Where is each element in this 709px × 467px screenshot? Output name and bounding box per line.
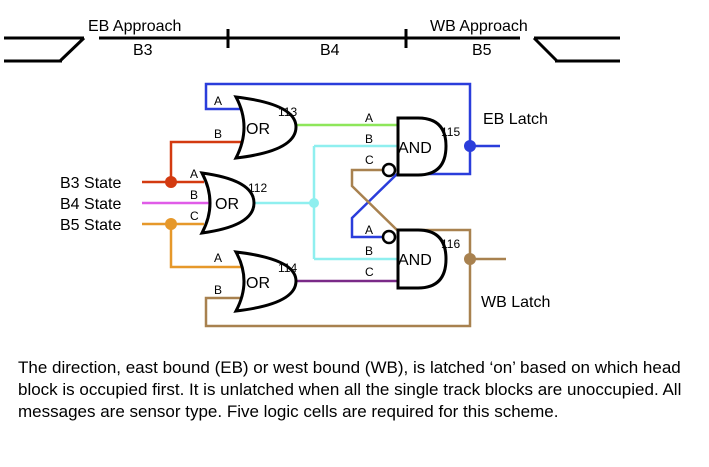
inverter-bubble-116a (381, 229, 397, 245)
gate-112-type: OR (215, 196, 239, 213)
junction-b5 (165, 218, 177, 230)
input-b5-label: B5 State (60, 217, 121, 234)
gate-116-number: 116 (441, 237, 460, 251)
gate-116-type: AND (398, 252, 432, 269)
or-gate-114 (233, 250, 298, 313)
eb-approach-label: EB Approach (88, 18, 181, 35)
gate-115-number: 115 (441, 125, 460, 139)
track-left-turnout (58, 36, 86, 63)
wire-b5-to-or114 (169, 224, 243, 269)
pin-112-a: A (190, 167, 198, 181)
wire-b3-to-or113 (169, 140, 243, 182)
pin-112-b: B (190, 188, 198, 202)
wb-approach-label: WB Approach (430, 18, 528, 35)
gate-113-type: OR (246, 121, 270, 138)
gate-115-type: AND (398, 140, 432, 157)
pin-116-a: A (365, 223, 373, 237)
pin-115-a: A (365, 111, 373, 125)
inverter-bubble-115c (381, 162, 397, 178)
track-right-turnout (532, 36, 559, 63)
pin-112-c: C (190, 209, 199, 223)
wire-wb-to-and115 (350, 168, 472, 259)
block-b5-label: B5 (472, 42, 492, 59)
gates (199, 95, 448, 313)
wires (142, 82, 506, 328)
and-gate-115 (396, 116, 448, 177)
and-gate-116 (396, 228, 448, 290)
track-layout (4, 29, 620, 63)
or-gate-112 (199, 171, 256, 235)
wb-latch-label: WB Latch (481, 294, 550, 311)
pin-113-a: A (214, 94, 222, 108)
pin-116-c: C (365, 265, 374, 279)
pin-116-b: B (365, 244, 373, 258)
diagram-caption: The direction, east bound (EB) or west b… (18, 358, 682, 421)
gate-114-type: OR (246, 275, 270, 292)
junction-b3 (165, 176, 177, 188)
pin-115-b: B (365, 132, 373, 146)
junction-eb-latch (464, 140, 476, 152)
pin-115-c: C (365, 153, 374, 167)
or-gate-113 (233, 95, 298, 160)
gate-112-number: 112 (248, 181, 267, 195)
gate-113-number: 113 (278, 105, 297, 119)
pin-114-a: A (214, 251, 222, 265)
input-b3-label: B3 State (60, 175, 121, 192)
eb-latch-label: EB Latch (483, 111, 548, 128)
wire-eb-to-and116 (350, 173, 398, 239)
input-b4-label: B4 State (60, 196, 121, 213)
pin-113-b: B (214, 127, 222, 141)
gate-114-number: 114 (278, 261, 297, 275)
block-b4-label: B4 (320, 42, 340, 59)
block-b3-label: B3 (133, 42, 153, 59)
pin-114-b: B (214, 283, 222, 297)
junction-or112 (309, 198, 319, 208)
junction-wb-latch (464, 253, 476, 265)
